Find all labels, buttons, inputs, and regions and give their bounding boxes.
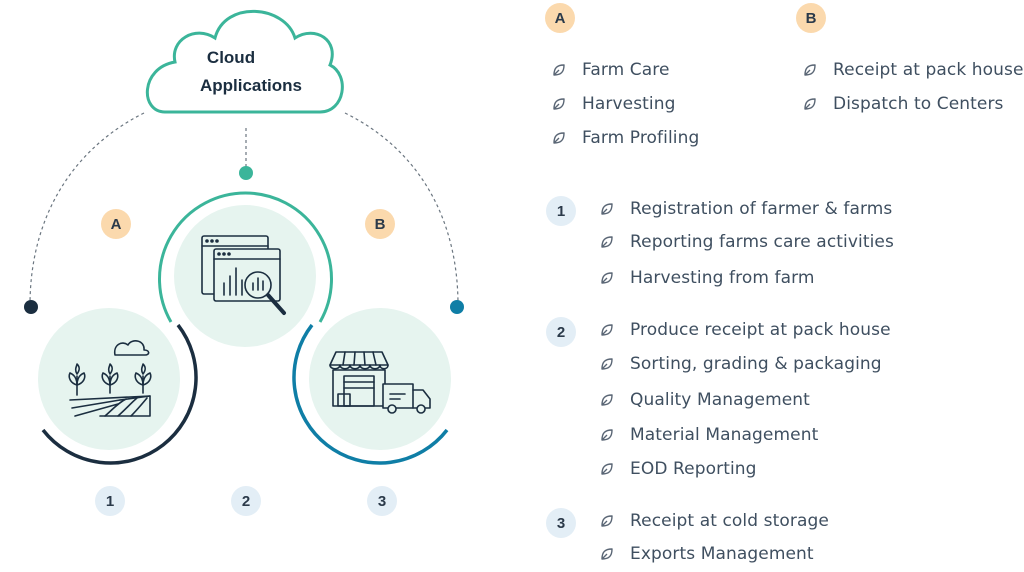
ring-center	[158, 191, 333, 323]
diagram-number-3	[367, 486, 397, 516]
list-item-label: Dispatch to Centers	[833, 94, 1004, 114]
leaf-icon	[601, 236, 613, 248]
list-item-label: Sorting, grading & packaging	[630, 354, 882, 374]
list-item-label: Produce receipt at pack house	[630, 320, 891, 340]
leaf-icon	[601, 429, 613, 441]
leaf-icon	[601, 515, 613, 527]
leaf-icon	[804, 98, 816, 110]
node-dot-center	[239, 166, 253, 180]
diagram-number-2	[231, 486, 261, 516]
diagram-badge-a-label: A	[111, 216, 122, 233]
list-item-label: EOD Reporting	[630, 459, 757, 479]
list-item: Harvesting	[552, 94, 676, 114]
list-item-label: Quality Management	[630, 390, 810, 410]
diagram-number-1-label: 1	[106, 493, 114, 510]
leaf-icon	[601, 358, 613, 370]
list-item-label: Receipt at cold storage	[630, 511, 829, 531]
farm-field-icon	[68, 340, 152, 417]
leaf-icon	[601, 548, 613, 560]
list-item: Material Management	[600, 425, 818, 445]
list-item: Exports Management	[600, 544, 814, 564]
cloud-title-line1: Cloud	[207, 48, 255, 67]
legend-badge-3: 3	[546, 508, 576, 538]
list-item: Farm Care	[552, 60, 670, 80]
list-item-label: Registration of farmer & farms	[630, 199, 893, 219]
leaf-icon	[553, 98, 565, 110]
leaf-icon	[601, 394, 613, 406]
list-item-label: Material Management	[630, 425, 819, 445]
leaf-icon	[601, 272, 613, 284]
cloud-icon	[145, 9, 344, 114]
diagram-badge-a	[101, 209, 131, 239]
node-dot-left	[24, 300, 38, 314]
list-item: Farm Profiling	[552, 128, 699, 148]
leaf-icon	[601, 203, 613, 215]
legend-badge-a: A	[545, 3, 575, 33]
list-item: Sorting, grading & packaging	[600, 354, 882, 374]
list-item: Receipt at cold storage	[600, 511, 829, 531]
list-item-label: Farm Profiling	[582, 128, 700, 148]
list-item-label: Harvesting	[582, 94, 676, 114]
ring-right	[292, 323, 449, 465]
node-dot-right	[450, 300, 464, 314]
circle-warehouse	[309, 308, 451, 450]
leaf-icon	[601, 324, 613, 336]
leaf-icon	[553, 132, 565, 144]
cloud-title-line2: Applications	[200, 76, 302, 95]
list-item-label: Farm Care	[582, 60, 670, 80]
list-item-label: Receipt at pack house	[833, 60, 1024, 80]
data-analytics-icon	[201, 235, 286, 315]
legend-badge-b: B	[796, 3, 826, 33]
diagram-number-3-label: 3	[378, 493, 386, 510]
ring-left	[41, 323, 198, 465]
list-item: Quality Management	[600, 390, 810, 410]
list-item: Produce receipt at pack house	[600, 320, 891, 340]
legend-badge-1: 1	[546, 196, 576, 226]
leaf-icon	[553, 64, 565, 76]
warehouse-truck-icon	[329, 351, 431, 414]
dashed-arc-right	[344, 112, 459, 306]
leaf-icon	[601, 463, 613, 475]
list-item: Receipt at pack house	[803, 60, 1024, 80]
legend-badge-2: 2	[546, 317, 576, 347]
diagram-number-1	[95, 486, 125, 516]
diagram-badge-b	[365, 209, 395, 239]
list-item-label: Harvesting from farm	[630, 268, 815, 288]
list-item: EOD Reporting	[600, 459, 757, 479]
leaf-icon	[804, 64, 816, 76]
dashed-arc-left	[29, 112, 145, 306]
list-item-label: Reporting farms care activities	[630, 232, 894, 252]
list-item-label: Exports Management	[630, 544, 814, 564]
list-item: Registration of farmer & farms	[600, 199, 892, 219]
diagram-badge-b-label: B	[375, 216, 386, 233]
list-item: Reporting farms care activities	[600, 232, 894, 252]
list-item: Dispatch to Centers	[803, 94, 1004, 114]
diagram-number-2-label: 2	[242, 493, 250, 510]
list-item: Harvesting from farm	[600, 268, 815, 288]
